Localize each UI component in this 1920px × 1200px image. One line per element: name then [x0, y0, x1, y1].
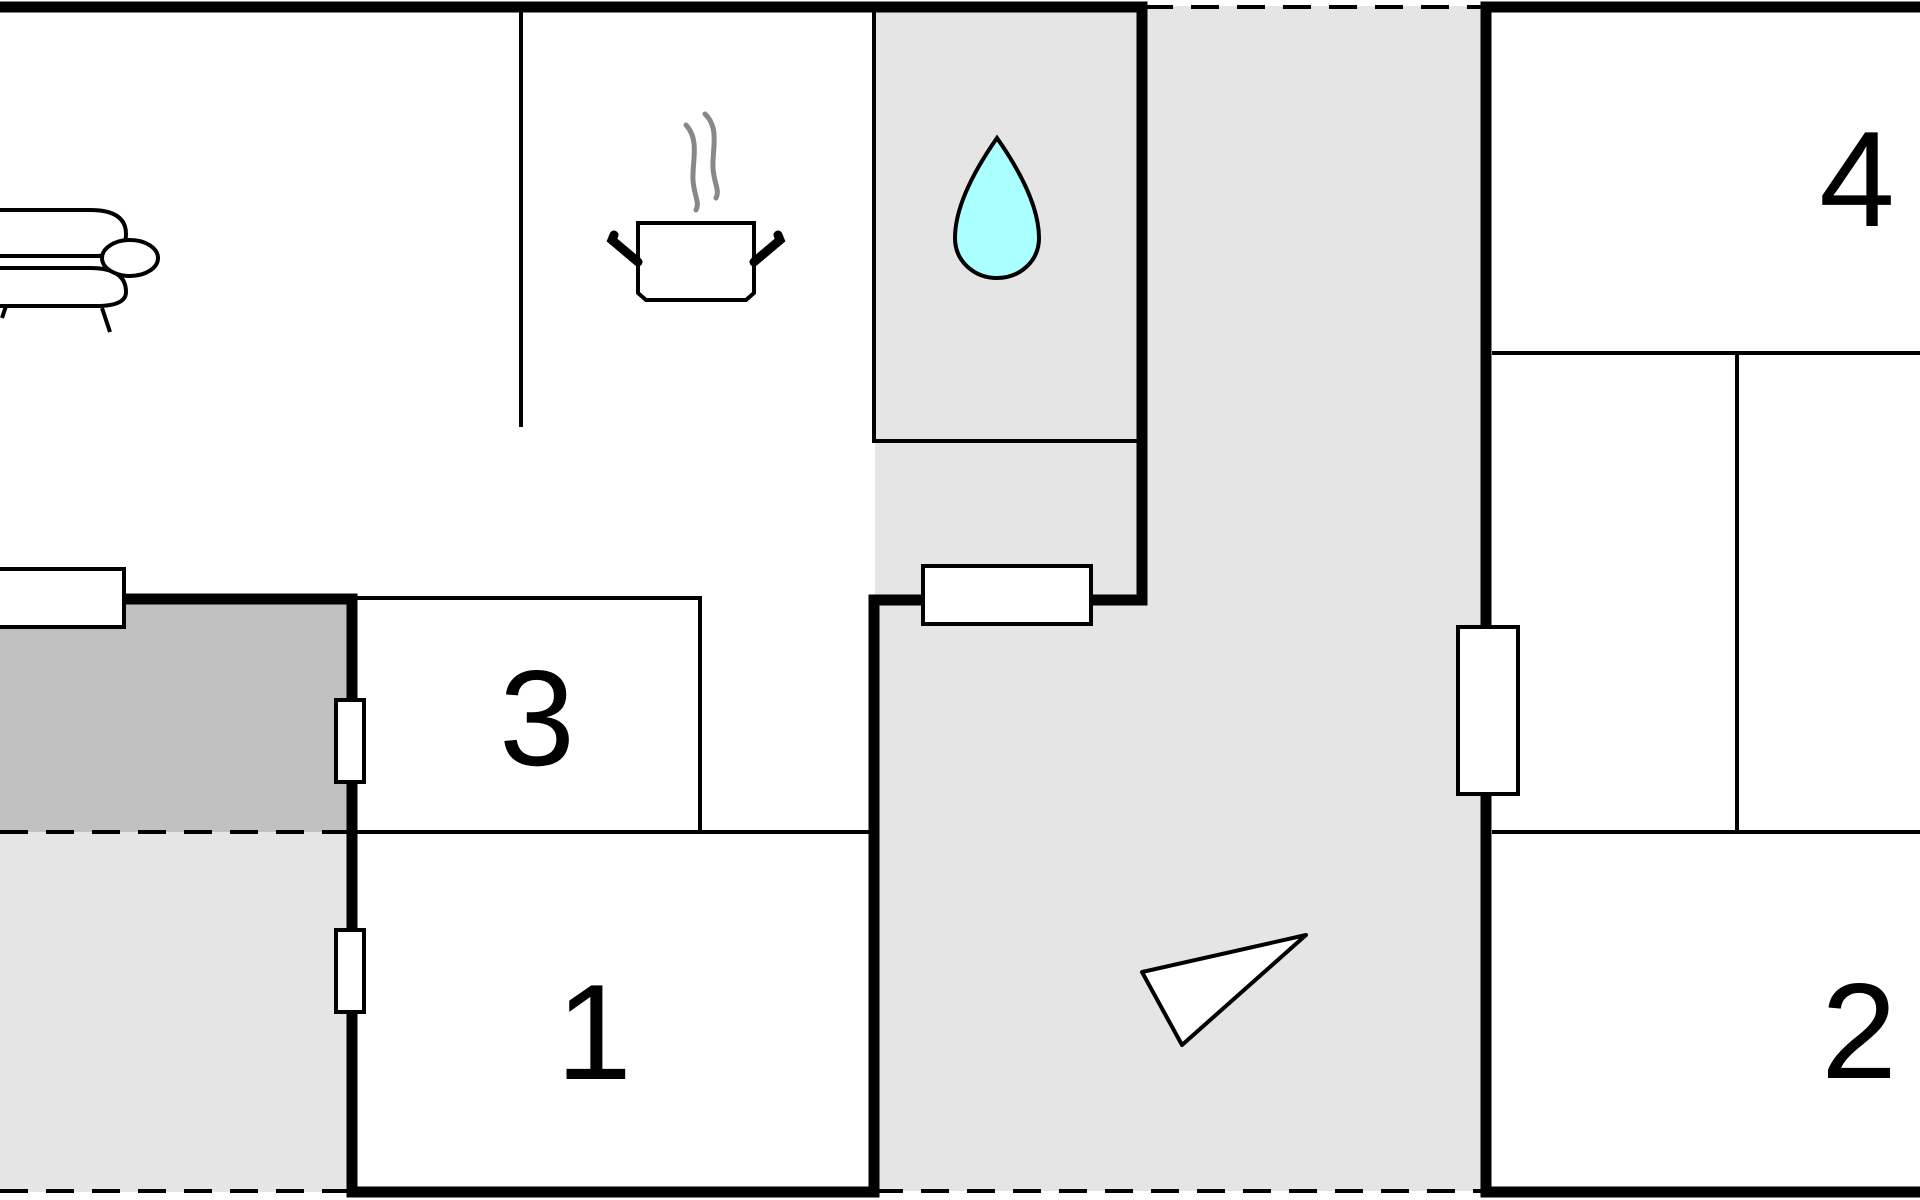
room-labels: 4 3 1 2 — [499, 103, 1897, 1108]
shed-area — [0, 600, 350, 832]
terrace-triangle-icon — [1140, 933, 1308, 1047]
wall-bathroom-outer — [1082, 1, 1148, 606]
window-right-block — [1456, 625, 1520, 796]
cooking-pot-icon — [606, 111, 786, 302]
window-living-left — [0, 567, 126, 629]
water-drop-icon — [952, 134, 1042, 281]
interior-walls — [356, 12, 1920, 834]
window-shed — [334, 698, 366, 784]
room-number-1: 1 — [556, 956, 632, 1108]
wall-bathroom — [872, 12, 1142, 443]
window-corridor-top — [921, 564, 1093, 626]
room-number-2: 2 — [1821, 955, 1897, 1107]
windows — [0, 564, 1520, 1014]
sofa-icon — [0, 208, 160, 333]
terrace-area-left — [0, 832, 350, 1192]
window-room1 — [334, 928, 366, 1014]
room-number-3: 3 — [499, 642, 575, 794]
room-number-4: 4 — [1819, 103, 1895, 255]
wall-room3 — [356, 596, 702, 830]
terrace-outline — [0, 5, 1485, 1193]
